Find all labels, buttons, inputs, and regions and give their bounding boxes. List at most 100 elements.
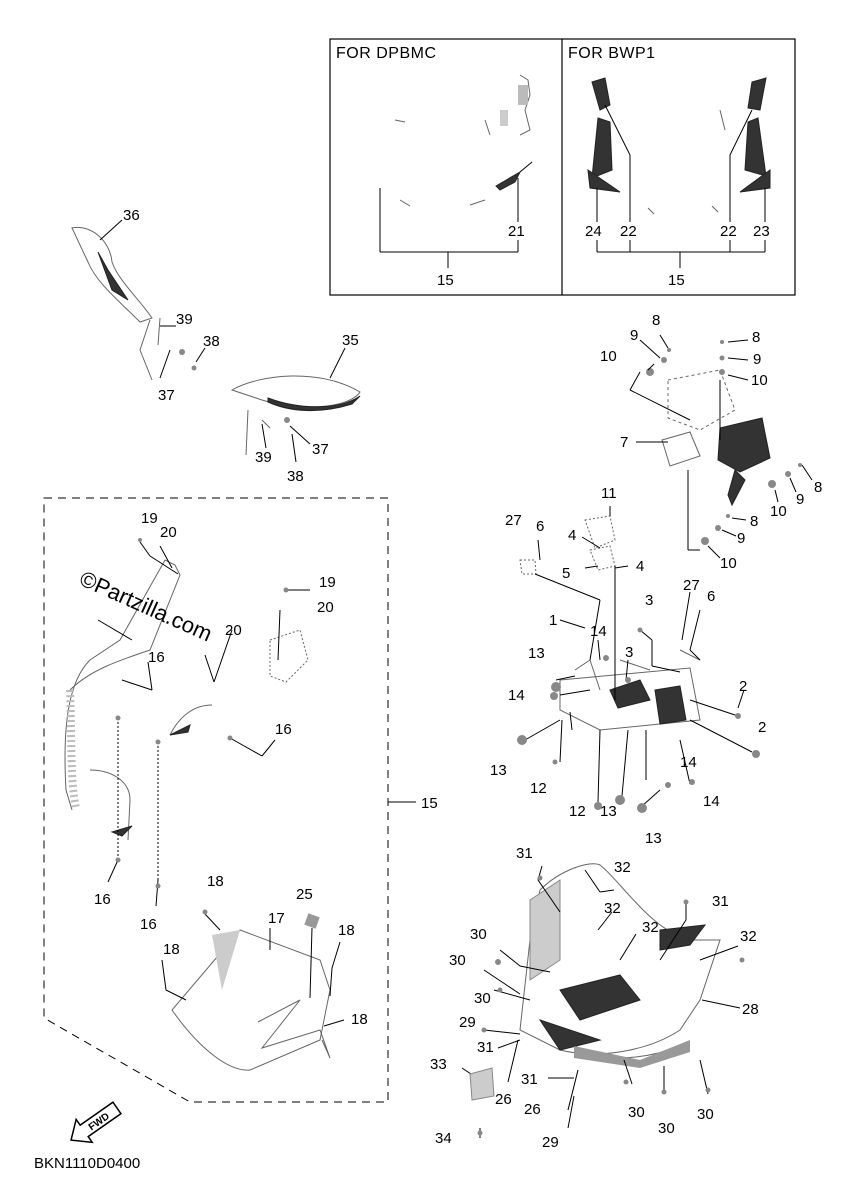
callout-13-a: 13 xyxy=(528,645,545,662)
callout-32-c: 32 xyxy=(642,919,659,936)
callout-2-a: 2 xyxy=(739,678,747,695)
callout-31-c: 31 xyxy=(477,1039,494,1056)
callout-20-a: 20 xyxy=(160,524,177,541)
callout-23: 23 xyxy=(753,223,770,240)
callout-10-b: 10 xyxy=(751,372,768,389)
callout-22-a: 22 xyxy=(620,223,637,240)
callout-18-a: 18 xyxy=(207,873,224,890)
callout-38-a: 38 xyxy=(203,333,220,350)
callout-4-b: 4 xyxy=(636,558,644,575)
callout-37-b: 37 xyxy=(312,441,329,458)
callout-10-d: 10 xyxy=(720,555,737,572)
callout-12-b: 12 xyxy=(569,803,586,820)
callout-14-b: 14 xyxy=(508,687,525,704)
callout-30-d: 30 xyxy=(628,1104,645,1121)
callout-9-c: 9 xyxy=(796,491,804,508)
callout-26-a: 26 xyxy=(495,1091,512,1108)
callout-19-a: 19 xyxy=(141,510,158,527)
callout-30-f: 30 xyxy=(697,1106,714,1123)
callout-39-a: 39 xyxy=(176,311,193,328)
callout-6-b: 6 xyxy=(707,588,715,605)
callout-7: 7 xyxy=(620,434,628,451)
callout-8-c: 8 xyxy=(814,479,822,496)
callout-29-b: 29 xyxy=(542,1134,559,1151)
callout-24: 24 xyxy=(585,223,602,240)
callout-33: 33 xyxy=(430,1056,447,1073)
callout-18-d: 18 xyxy=(351,1011,368,1028)
inset-left-header: FOR DPBMC xyxy=(336,45,437,62)
callout-17: 17 xyxy=(268,910,285,927)
callout-8-a: 8 xyxy=(652,312,660,329)
callout-29-a: 29 xyxy=(459,1014,476,1031)
fwd-arrow-icon: FWD xyxy=(70,1101,122,1144)
callout-13-b: 13 xyxy=(490,762,507,779)
callout-21: 21 xyxy=(508,223,525,240)
callout-12-a: 12 xyxy=(530,780,547,797)
callout-27-a: 27 xyxy=(505,512,522,529)
callout-4-a: 4 xyxy=(568,527,576,544)
assembly-boundary xyxy=(43,497,389,1103)
callout-25: 25 xyxy=(296,886,313,903)
callout-35: 35 xyxy=(342,332,359,349)
callout-1: 1 xyxy=(549,612,557,629)
callout-30-c: 30 xyxy=(474,990,491,1007)
callout-6-a: 6 xyxy=(536,518,544,535)
callout-27-b: 27 xyxy=(683,577,700,594)
callout-20-b: 20 xyxy=(317,599,334,616)
inset-right-parts xyxy=(587,77,771,268)
callout-30-a: 30 xyxy=(470,926,487,943)
inset-right-header: FOR BWP1 xyxy=(568,45,656,62)
callout-31-b: 31 xyxy=(712,893,729,910)
part-35-assembly xyxy=(230,347,361,463)
callout-11: 11 xyxy=(601,485,617,502)
callout-26-b: 26 xyxy=(524,1101,541,1118)
callout-31-a: 31 xyxy=(516,845,533,862)
callout-3-b: 3 xyxy=(625,644,633,661)
callout-28: 28 xyxy=(742,1001,759,1018)
callout-13-c: 13 xyxy=(600,803,617,820)
callout-3-a: 3 xyxy=(645,592,653,609)
watermark: ©Partzilla.com xyxy=(76,566,216,647)
callout-16-a: 16 xyxy=(148,649,165,666)
callout-9-b: 9 xyxy=(753,351,761,368)
callout-15-inset-left: 15 xyxy=(437,272,454,289)
callout-16-b: 16 xyxy=(275,721,292,738)
callout-14-c: 14 xyxy=(680,754,697,771)
variant-inset: FOR DPBMC FOR BWP1 21 15 xyxy=(329,38,796,296)
part-36-assembly xyxy=(71,219,206,381)
callout-13-d: 13 xyxy=(645,830,662,847)
callout-9-d: 9 xyxy=(737,530,745,547)
callout-5: 5 xyxy=(562,565,570,582)
callout-9-a: 9 xyxy=(630,327,638,344)
callout-32-a: 32 xyxy=(614,859,631,876)
callout-14-d: 14 xyxy=(703,793,720,810)
diagram-code: BKN1110D0400 xyxy=(34,1155,140,1172)
callout-22-b: 22 xyxy=(720,223,737,240)
callout-10-a: 10 xyxy=(600,348,617,365)
callout-10-c: 10 xyxy=(770,503,787,520)
callout-15-main: 15 xyxy=(421,795,438,812)
callout-34: 34 xyxy=(435,1130,452,1147)
callout-16-d: 16 xyxy=(140,916,157,933)
callout-2-b: 2 xyxy=(758,719,766,736)
callout-14-a: 14 xyxy=(590,623,607,640)
callout-20-c: 20 xyxy=(225,622,242,639)
callout-30-e: 30 xyxy=(658,1120,675,1137)
mirror-bracket-assembly xyxy=(629,334,813,559)
callout-15-inset-right: 15 xyxy=(668,272,685,289)
callout-16-c: 16 xyxy=(94,891,111,908)
callout-39-b: 39 xyxy=(255,449,272,466)
callout-37-a: 37 xyxy=(158,387,175,404)
stay-frame-assembly xyxy=(517,506,760,813)
callout-36: 36 xyxy=(123,207,140,224)
callout-32-d: 32 xyxy=(740,928,757,945)
inset-left-parts xyxy=(379,74,533,268)
callout-31-d: 31 xyxy=(521,1071,538,1088)
under-cowl-assembly xyxy=(461,863,745,1138)
callout-18-b: 18 xyxy=(338,922,355,939)
callout-18-c: 18 xyxy=(163,941,180,958)
callout-30-b: 30 xyxy=(449,952,466,969)
callout-38-b: 38 xyxy=(287,468,304,485)
callout-19-b: 19 xyxy=(319,574,336,591)
